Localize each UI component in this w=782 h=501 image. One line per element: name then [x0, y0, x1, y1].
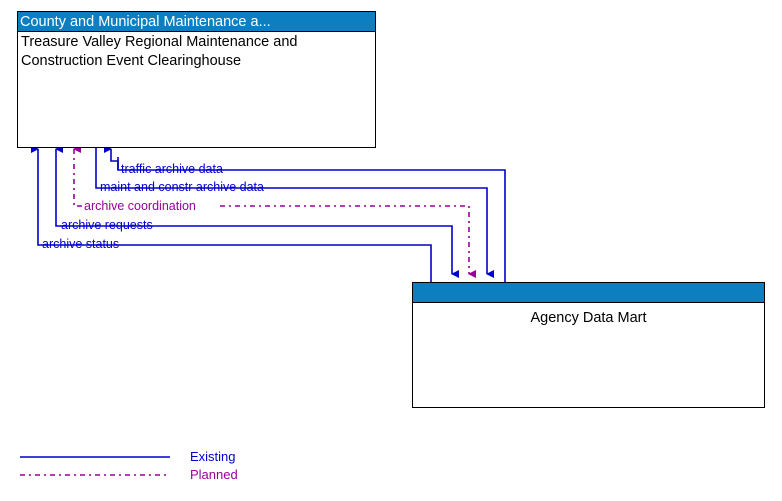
flow-line-traffic-archive-data — [104, 145, 506, 282]
node-body-datamart: Agency Data Mart — [530, 310, 647, 326]
flow-line-archive-coordination — [73, 145, 476, 278]
flow-line-archive-status — [31, 145, 432, 282]
flow-label-archive-requests[interactable]: archive requests — [61, 218, 153, 232]
legend-label-planned: Planned — [190, 467, 238, 482]
node-titlebar-clearinghouse: County and Municipal Maintenance a... — [18, 12, 375, 32]
node-county-municipal-maintenance-clearinghouse[interactable]: County and Municipal Maintenance a... Tr… — [17, 11, 376, 148]
node-titlebar-datamart — [413, 283, 764, 303]
flow-label-maint-and-constr-archive-data[interactable]: maint and constr archive data — [100, 180, 264, 194]
flow-label-archive-coordination[interactable]: archive coordination — [84, 199, 196, 213]
legend-label-existing: Existing — [190, 449, 236, 464]
node-agency-data-mart[interactable]: Agency Data Mart — [412, 282, 765, 408]
flow-label-archive-status[interactable]: archive status — [42, 237, 120, 251]
node-body-clearinghouse: Treasure Valley Regional Maintenance and… — [21, 34, 298, 69]
flow-label-traffic-archive-data[interactable]: traffic archive data — [121, 162, 223, 176]
flow-line-archive-requests — [55, 145, 459, 278]
flow-line-maint-and-constr-archive-data — [95, 148, 494, 278]
